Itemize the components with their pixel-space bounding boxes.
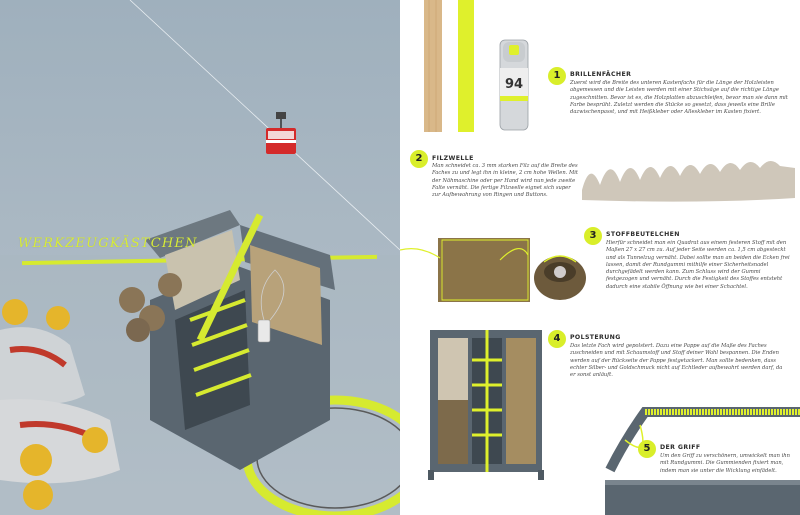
photo-illustration	[0, 0, 400, 515]
step-3: 3 STOFFBEUTELCHEN Hierfür schneidet man …	[584, 227, 792, 311]
instructions-page: 94	[400, 0, 800, 515]
step-4-body: Das letzte Fach wird gepolstert. Dazu ei…	[570, 343, 783, 379]
felt-wave	[582, 160, 795, 202]
drawstring-pouch	[534, 255, 586, 300]
step-2-body: Man schneidet ca. 3 mm starken Filz auf …	[432, 163, 579, 199]
toolbox-top-view	[428, 330, 544, 480]
wood-strip	[424, 0, 442, 132]
cable-car	[266, 112, 296, 154]
fabric-square	[400, 238, 530, 302]
cable-wire	[129, 0, 400, 251]
step-2-number-badge: 2	[410, 150, 428, 168]
step-5-number-badge: 5	[638, 440, 656, 458]
step-5-title: DER GRIFF	[660, 444, 701, 451]
step-2-title: FILZWELLE	[432, 155, 474, 162]
step-3-number-badge: 3	[584, 227, 602, 245]
product-photos: 94	[400, 0, 800, 515]
step-3-body: Hierfür schneidet man ein Quadrat aus ei…	[606, 240, 790, 290]
roller-skates	[0, 299, 120, 510]
step-4: 4 POLSTERUNG Das letzte Fach wird gepols…	[548, 330, 784, 390]
step-1-number-badge: 1	[548, 67, 566, 85]
step-1-body: Zuerst wird die Breite des unteren Kaste…	[570, 80, 788, 116]
step-4-title: POLSTERUNG	[570, 334, 621, 341]
yellow-strip	[458, 0, 474, 132]
photo-page: WERKZEUGKÄSTCHEN	[0, 0, 400, 515]
spray-can: 94	[499, 39, 529, 131]
step-1-title: BRILLENFÄCHER	[570, 71, 632, 78]
step-5-body: Um den Griff zu verschönern, umwickelt m…	[660, 453, 790, 474]
step-3-title: STOFFBEUTELCHEN	[606, 231, 680, 238]
step-2: 2 FILZWELLE Man schneidet ca. 3 mm stark…	[410, 150, 578, 214]
toolbox	[119, 210, 335, 470]
step-4-number-badge: 4	[548, 330, 566, 348]
wrapped-handle	[605, 407, 800, 515]
step-5: 5 DER GRIFF Um den Griff zu verschönern,…	[638, 440, 792, 482]
step-1: 1 BRILLENFÄCHER Zuerst wird die Breite d…	[548, 67, 788, 137]
feature-title: WERKZEUGKÄSTCHEN	[18, 236, 198, 251]
spray-can-label: 94	[505, 77, 523, 92]
